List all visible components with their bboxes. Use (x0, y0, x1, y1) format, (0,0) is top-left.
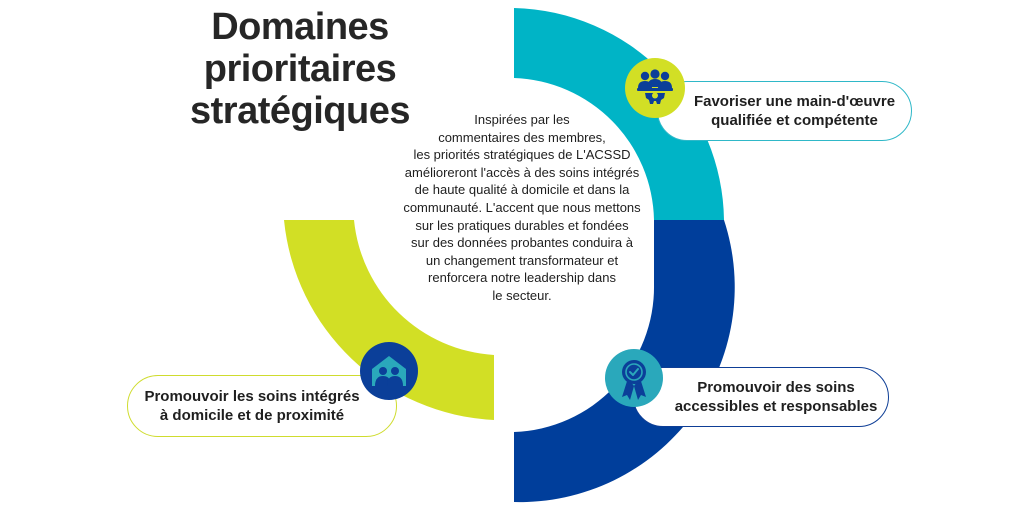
intro-line: de haute qualité à domicile et dans la (414, 182, 630, 198)
intro-line: Inspirées par les (474, 112, 570, 127)
award-ribbon-icon (605, 349, 663, 407)
priority-label-line: à domicile et de proximité (159, 407, 345, 424)
priority-label-accessible-care: Promouvoir des soins accessibles et resp… (633, 367, 889, 427)
intro-line: le secteur. (492, 287, 552, 303)
intro-line: sur des données probantes conduira à (411, 235, 633, 251)
priority-label-line: Promouvoir des soins (697, 379, 855, 396)
segment-workforce (514, 8, 724, 220)
intro-line: communauté. L'accent que nous mettons (403, 199, 641, 215)
segment-integrated-care (284, 220, 494, 420)
intro-line: sur les pratiques durables et fondées (415, 217, 629, 233)
intro-line: renforcera notre leadership dans (428, 270, 616, 286)
intro-line: amélioreront l'accès à des soins intégré… (404, 164, 640, 180)
segment-accessible-care (514, 220, 735, 503)
title-line: prioritaires (203, 48, 397, 90)
priority-label-line: qualifiée et compétente (711, 112, 878, 129)
priority-label-line: accessibles et responsables (674, 398, 878, 415)
priority-label-line: Promouvoir les soins intégrés (144, 388, 360, 405)
page-title: Domaines prioritaires stratégiques (140, 6, 460, 132)
priority-label-workforce: Favoriser une main-d'œuvre qualifiée et … (657, 81, 912, 141)
intro-paragraph: Inspirées par les commentaires des membr… (366, 111, 678, 305)
team-gear-icon (625, 58, 685, 118)
intro-line: commentaires des membres, (438, 129, 606, 145)
title-line: Domaines (211, 6, 389, 48)
priority-label-line: Favoriser une main-d'œuvre (693, 93, 896, 110)
intro-line: les priorités stratégiques de L'ACSSD (413, 147, 631, 163)
title-line: stratégiques (190, 90, 410, 132)
priority-label-integrated-care: Promouvoir les soins intégrés à domicile… (127, 375, 397, 437)
home-family-icon (360, 342, 418, 400)
intro-line: un changement transformateur et (425, 252, 619, 268)
